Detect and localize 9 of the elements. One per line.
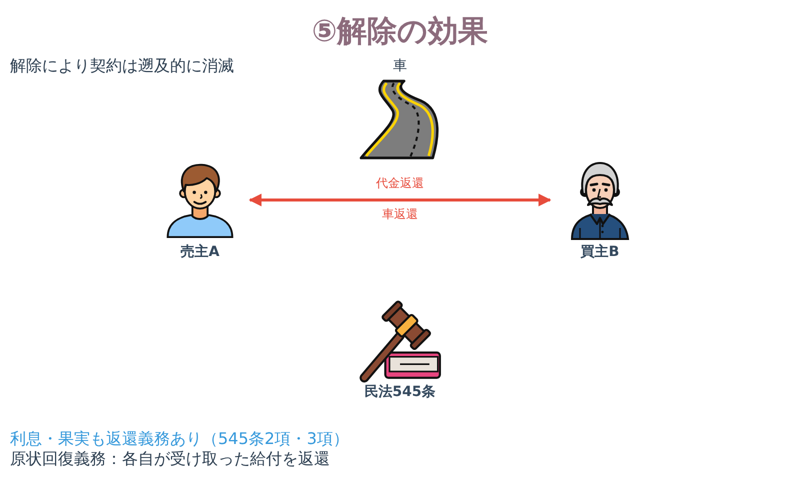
node-label: 車 [393,58,407,74]
arrow [248,194,552,206]
node-label: 民法545条 [364,384,436,400]
title: ⑤解除の効果 [312,15,488,50]
note-text: 原状回復義務：各自が受け取った給付を返還 [10,450,330,468]
note-text: 解除により契約は遡及的に消滅 [10,57,234,76]
node-label: 売主A [180,244,220,260]
note-text: 利息・果実も返還義務あり（545条2項・3項） [10,430,349,448]
node-label: 買主B [580,244,620,260]
